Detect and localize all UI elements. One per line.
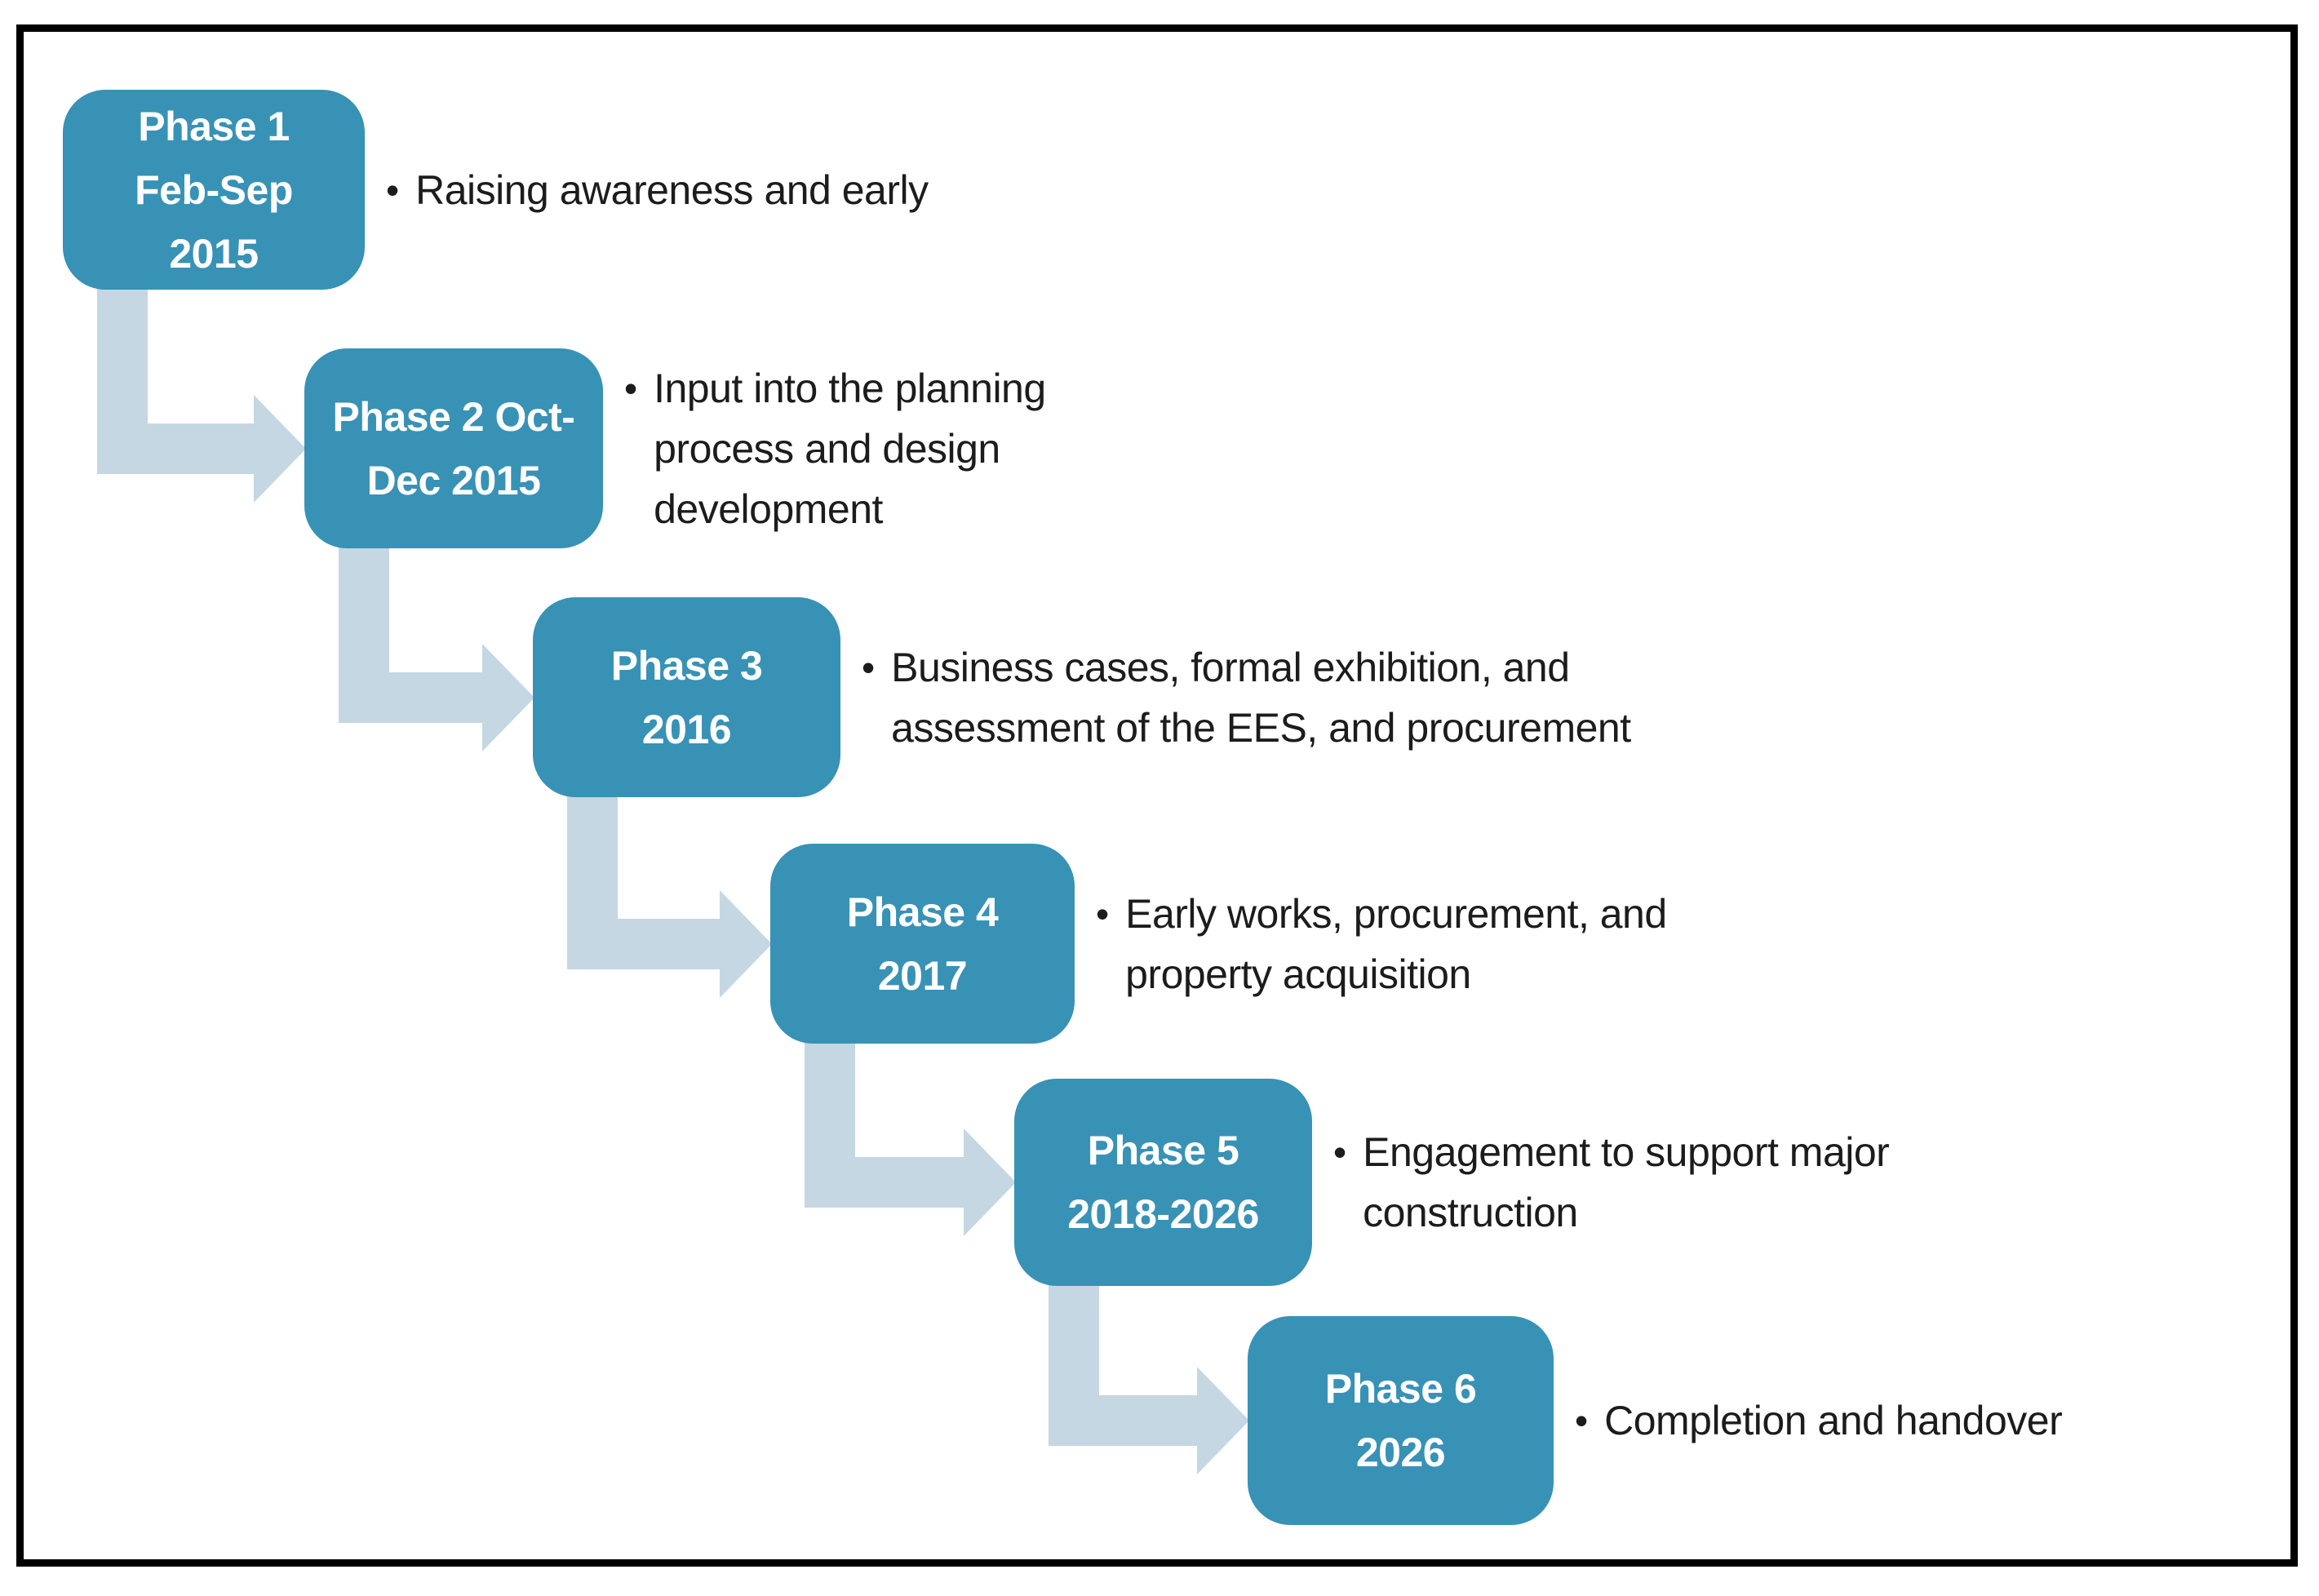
phase-label-line: 2017	[877, 952, 968, 999]
phase-label-line: 2015	[169, 230, 259, 277]
diagram-border-frame	[16, 24, 2298, 1567]
bullet-icon: •	[624, 366, 638, 410]
phase-label-line: Feb-Sep	[135, 166, 293, 213]
phase-3-description: • Business cases, formal exhibition, and…	[862, 597, 1631, 797]
bullet-icon: •	[1333, 1131, 1347, 1173]
phase-4-label: Phase 4 2017	[847, 880, 999, 1008]
bullet-icon: •	[386, 168, 400, 211]
phase-2-box: Phase 2 Oct- Dec 2015	[304, 348, 603, 548]
phase-label-line: Phase 5	[1087, 1128, 1239, 1173]
bullet-text-line: Input into the planning	[654, 365, 1046, 411]
phase-label-line: Phase 6	[1324, 1366, 1477, 1412]
phase-label-line: 2018-2026	[1067, 1191, 1259, 1237]
phase-6-label: Phase 6 2026	[1325, 1357, 1477, 1484]
bullet-text-line: process and design	[654, 425, 1000, 472]
phase-2-label: Phase 2 Oct- Dec 2015	[333, 385, 575, 512]
phase-2-description: • Input into the planning process and de…	[624, 348, 1046, 548]
phase-4-box: Phase 4 2017	[770, 844, 1075, 1044]
phase-4-description: • Early works, procurement, and property…	[1096, 844, 1667, 1044]
bullet-icon: •	[862, 645, 876, 689]
bullet-text-line: development	[654, 485, 883, 532]
phase-label-line: Dec 2015	[366, 457, 541, 503]
bullet-icon: •	[1575, 1399, 1589, 1442]
bullet-text-line: Raising awareness and early	[415, 166, 929, 213]
bullet-text-line: Early works, procurement, and	[1125, 890, 1667, 937]
phase-label-line: Phase 4	[846, 889, 999, 935]
phase-5-box: Phase 5 2018-2026	[1014, 1079, 1312, 1286]
phase-3-box: Phase 3 2016	[533, 597, 840, 797]
phase-label-line: Phase 1	[138, 103, 290, 149]
phase-5-description: • Engagement to support major constructi…	[1333, 1079, 1890, 1286]
phase-3-label: Phase 3 2016	[611, 634, 763, 761]
phase-label-line: Phase 2 Oct-	[332, 393, 575, 440]
phase-1-label: Phase 1 Feb-Sep 2015	[135, 95, 293, 286]
bullet-icon: •	[1096, 892, 1110, 935]
phase-1-box: Phase 1 Feb-Sep 2015	[63, 90, 365, 290]
bullet-text-line: property acquisition	[1125, 951, 1471, 997]
phase-label-line: Phase 3	[610, 642, 763, 689]
bullet-text-line: Business cases, formal exhibition, and	[891, 644, 1570, 690]
phase-6-box: Phase 6 2026	[1248, 1316, 1554, 1525]
phase-label-line: 2026	[1355, 1430, 1446, 1475]
bullet-text-line: assessment of the EES, and procurement	[891, 704, 1631, 751]
phase-6-description: • Completion and handover	[1575, 1316, 2063, 1525]
phase-1-description: • Raising awareness and early	[386, 90, 929, 290]
phase-label-line: 2016	[641, 706, 732, 752]
phase-5-label: Phase 5 2018-2026	[1067, 1119, 1259, 1246]
bullet-text-line: Completion and handover	[1604, 1398, 2063, 1443]
bullet-text-line: construction	[1363, 1190, 1578, 1235]
bullet-text-line: Engagement to support major	[1363, 1129, 1890, 1175]
